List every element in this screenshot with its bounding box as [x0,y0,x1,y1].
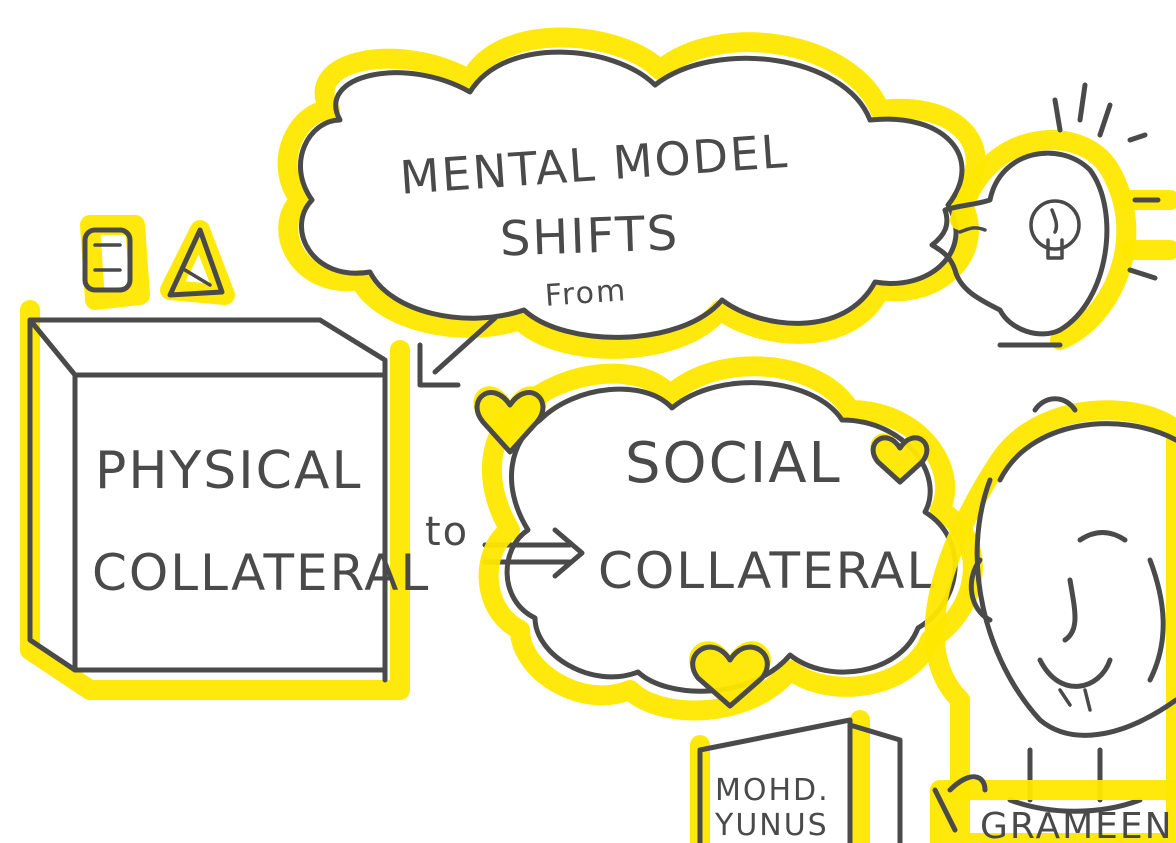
heart-icon-right [870,433,930,485]
physical-collateral-box: PHYSICAL COLLATERAL [20,300,430,700]
thought-bubble-line1: MENTAL MODEL [398,124,790,205]
physical-collateral-line1: PHYSICAL [95,441,362,501]
thought-bubble: MENTAL MODEL SHIFTS From [277,27,986,359]
thought-bubble-outline [298,49,965,340]
book-mohd-yunus: MOHD. YUNUS [690,710,903,843]
thought-bubble-line3: From [544,273,629,314]
cone-icon [160,220,235,305]
grameen-sign: GRAMEEN [930,774,1176,843]
book-line1: MOHD. [715,773,830,808]
to-label: to [425,509,469,555]
social-collateral-line1: SOCIAL [625,431,842,496]
thought-bubble-highlight [277,27,986,359]
physical-collateral-line2: COLLATERAL [92,544,430,602]
heart-icon-left [473,386,547,455]
lightbulb-head-icon [929,82,1176,350]
social-collateral-cloud: SOCIAL COLLATERAL [478,356,983,721]
person-illustration [924,396,1176,843]
box-back-outline [27,317,388,683]
grameen-label: GRAMEEN [980,806,1174,843]
social-cloud-outline [504,380,958,694]
thought-bubble-line2: SHIFTS [499,205,680,267]
bubble-arrow [417,315,498,388]
book-line2: YUNUS [714,808,829,843]
heart-icon-bottom [689,641,771,710]
watch-icon [80,215,150,310]
social-collateral-line2: COLLATERAL [598,542,936,600]
